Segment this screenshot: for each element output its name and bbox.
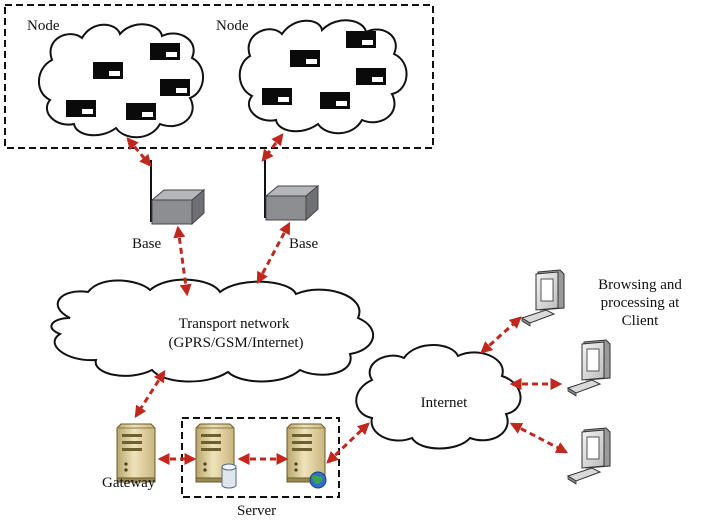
- node-label-left: Node: [27, 18, 60, 34]
- globe-icon: [309, 471, 327, 489]
- sensor-node-icon: [160, 79, 190, 96]
- link-internet-to-client-1: [480, 316, 522, 354]
- transport-network-cloud: [50, 278, 375, 383]
- server-label: Server: [237, 503, 276, 519]
- base-station-icon: [150, 160, 206, 226]
- sensor-node-icon: [356, 68, 386, 85]
- node-area-frame: [4, 4, 434, 149]
- sensor-node-icon: [93, 62, 123, 79]
- computer-icon: [567, 427, 611, 485]
- link-transport-to-gateway: [134, 369, 166, 419]
- computer-icon: [567, 339, 611, 397]
- sensor-node-icon: [66, 100, 96, 117]
- link-internet-to-client-3: [509, 422, 569, 454]
- client-label-line3: Client: [622, 313, 659, 329]
- sensor-node-icon: [346, 31, 376, 48]
- gateway-label: Gateway: [102, 475, 156, 491]
- sensor-node-icon: [290, 50, 320, 67]
- computer-icon: [521, 269, 565, 327]
- internet-cloud: [355, 344, 522, 450]
- link-node-to-base-right: [261, 133, 284, 162]
- base-label-left: Base: [132, 236, 162, 252]
- link-base-right-to-transport: [256, 221, 291, 285]
- sensor-node-icon: [320, 92, 350, 109]
- base-label-right: Base: [289, 236, 319, 252]
- database-icon: [221, 463, 237, 489]
- sensor-node-icon: [262, 88, 292, 105]
- internet-label: Internet: [421, 395, 468, 411]
- node-label-right: Node: [216, 18, 249, 34]
- link-server-to-internet: [326, 422, 370, 464]
- client-label-line1: Browsing and: [598, 277, 682, 293]
- sensor-node-icon: [150, 43, 180, 60]
- sensor-cloud-right: [238, 19, 408, 135]
- link-base-left-to-transport: [173, 225, 192, 297]
- gateway-server-icon: [116, 423, 156, 483]
- link-node-to-base-left: [126, 137, 152, 167]
- sensor-node-icon: [126, 103, 156, 120]
- transport-network-label-line2: (GPRS/GSM/Internet): [169, 335, 304, 351]
- transport-network-label-line1: Transport network: [179, 316, 290, 332]
- client-label-line2: processing at: [601, 295, 681, 311]
- base-station-icon: [264, 160, 320, 222]
